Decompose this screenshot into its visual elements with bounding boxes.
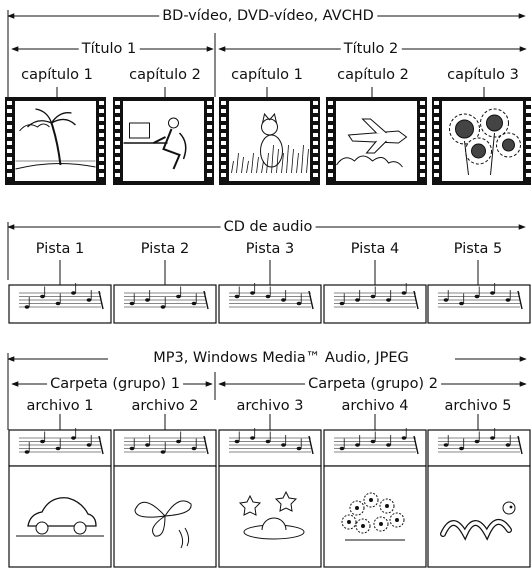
music-score-icon bbox=[113, 429, 217, 467]
music-score-icon bbox=[427, 428, 531, 467]
section1-header: BD-vídeo, DVD-vídeo, AVCHD bbox=[159, 9, 377, 24]
track-ticks bbox=[59, 260, 479, 285]
file-ticks bbox=[59, 414, 479, 430]
track-boxes bbox=[8, 283, 531, 324]
file-label: archivo 3 bbox=[233, 399, 307, 414]
file-label: archivo 5 bbox=[441, 399, 515, 414]
man-at-computer-icon bbox=[123, 117, 187, 170]
film-frame bbox=[326, 97, 427, 185]
film-frame bbox=[5, 97, 106, 185]
music-score-icon bbox=[8, 428, 112, 467]
music-score-icon bbox=[218, 283, 322, 324]
planet-icon bbox=[238, 490, 305, 540]
airplane-icon bbox=[336, 118, 408, 168]
music-score-icon bbox=[323, 283, 427, 324]
titulo-1-label: Título 1 bbox=[78, 42, 140, 57]
filmstrip bbox=[5, 97, 531, 185]
car-icon bbox=[16, 497, 104, 537]
cat-icon bbox=[231, 112, 309, 174]
file-boxes bbox=[8, 428, 531, 568]
titulo-2-label: Título 2 bbox=[340, 42, 402, 57]
file-label: archivo 1 bbox=[23, 399, 97, 414]
file-label: archivo 4 bbox=[338, 399, 412, 414]
file-box bbox=[218, 428, 322, 568]
chapter-label: capítulo 1 bbox=[18, 68, 96, 83]
film-frame bbox=[113, 97, 214, 185]
film-frame bbox=[219, 97, 320, 185]
music-score-icon bbox=[113, 284, 217, 324]
music-score-icon bbox=[323, 428, 427, 467]
file-box bbox=[8, 428, 112, 568]
beach-icon bbox=[15, 108, 96, 170]
flowers-icon bbox=[341, 492, 405, 541]
carpeta-1-label: Carpeta (grupo) 1 bbox=[47, 377, 183, 392]
file-box bbox=[113, 429, 217, 568]
section3-header-arrow bbox=[7, 353, 527, 430]
music-score-icon bbox=[427, 283, 531, 324]
caterpillar-icon bbox=[440, 501, 516, 541]
chapter-label: capítulo 3 bbox=[444, 68, 522, 83]
music-score-icon bbox=[218, 428, 322, 467]
music-score-icon bbox=[8, 283, 112, 324]
section2-header: CD de audio bbox=[220, 220, 316, 235]
carpeta-2-label: Carpeta (grupo) 2 bbox=[305, 377, 441, 392]
file-box bbox=[323, 428, 427, 568]
track-label: Pista 4 bbox=[347, 242, 403, 257]
film-frame bbox=[432, 97, 531, 185]
track-label: Pista 2 bbox=[137, 242, 193, 257]
file-box bbox=[427, 428, 531, 568]
file-label: archivo 2 bbox=[128, 399, 202, 414]
sunflowers-icon bbox=[449, 108, 521, 176]
track-label: Pista 1 bbox=[32, 242, 88, 257]
chapter-label: capítulo 2 bbox=[126, 68, 204, 83]
section3-header: MP3, Windows Media™ Audio, JPEG bbox=[150, 351, 412, 366]
track-label: Pista 5 bbox=[450, 242, 506, 257]
chapter-label: capítulo 2 bbox=[334, 68, 412, 83]
chapter-ticks bbox=[56, 87, 485, 97]
track-label: Pista 3 bbox=[242, 242, 298, 257]
chapter-label: capítulo 1 bbox=[228, 68, 306, 83]
butterfly-icon bbox=[134, 500, 192, 549]
